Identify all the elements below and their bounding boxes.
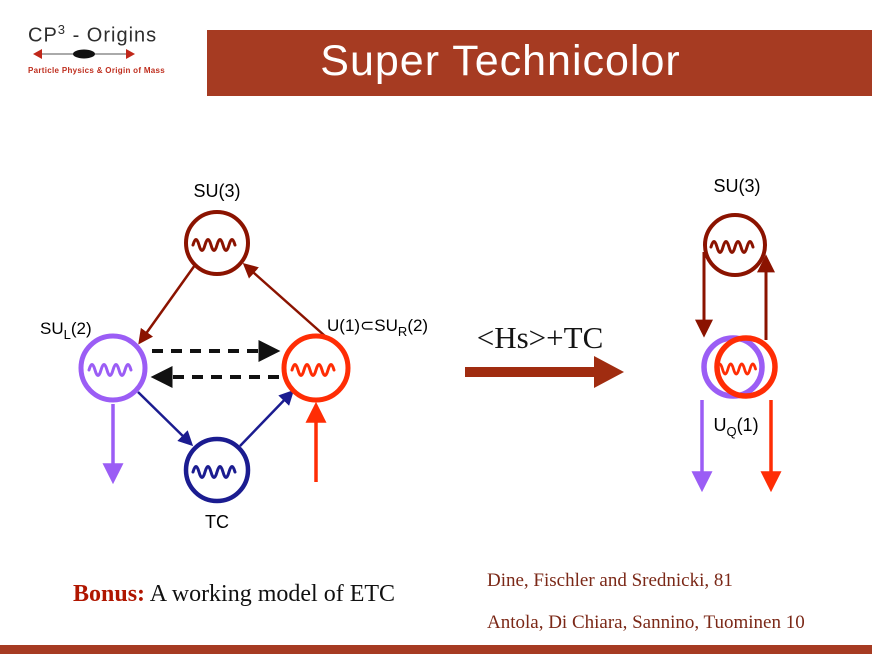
citation-2: Antola, Di Chiara, Sannino, Tuominen 10 [487,612,805,633]
bonus-label: Bonus: [73,581,146,607]
arrow-su2l-to-tc [137,391,194,447]
right-broken-diagram: SU(3) UQ(1) [691,176,782,493]
bonus-text: A working model of ETC [145,581,396,607]
logo-lens-arrows-icon [33,49,135,59]
right-su3-node: SU(3) [703,176,767,277]
citations: Dine, Fischler and Srednicki, 81 Antola,… [487,570,805,654]
left-moose-diagram: SU(3) SUL(2) U(1)⊂SUR(2) TC [40,181,428,532]
logo-name-rest: - Origins [66,24,158,47]
logo-name-base: CP [28,24,58,47]
cp3-origins-logo: CP3 - Origins Particle Physics & Origin … [0,0,207,96]
tc-wavy-line [191,465,237,479]
transition-label: <Hs>+TC [477,320,604,355]
bottom-accent-bar [0,645,872,654]
slide-title: Super Technicolor [320,36,681,85]
arrow-su3-to-su2l [138,264,197,345]
logo-left-arrow-icon [33,49,42,59]
logo-name-sup: 3 [57,22,67,37]
tc-label: TC [205,512,229,532]
logo-tagline: Particle Physics & Origin of Mass [28,66,166,75]
transition: <Hs>+TC [465,320,624,388]
su3-label: SU(3) [193,181,240,201]
title-banner: Super Technicolor [207,30,872,96]
right-su3-label: SU(3) [713,176,760,196]
arrow-tc-to-u1 [239,389,295,447]
logo-name: CP3 - Origins [28,22,157,48]
bonus-line: Bonus: A working model of ETC [73,581,395,608]
right-su3-wavy-line [709,240,755,254]
tc-node: TC [183,436,251,532]
big-right-arrow-icon [465,356,624,388]
logo-ellipse [73,49,95,59]
uq1-node: UQ(1) [701,335,778,439]
u1-node: U(1)⊂SUR(2) [281,316,428,403]
logo-right-arrow-icon [126,49,135,59]
u1-wavy-line [290,363,336,377]
u1-label: U(1)⊂SUR(2) [327,316,428,339]
su2l-wavy-line [87,363,133,377]
su3-node: SU(3) [184,181,250,276]
su2l-node: SUL(2) [40,319,148,403]
arrow-u1-to-su3 [242,263,326,337]
su2l-label: SUL(2) [40,319,92,342]
su3-wavy-line [191,238,237,252]
uq1-wavy-line [715,362,757,376]
uq1-label: UQ(1) [713,415,758,439]
citation-1: Dine, Fischler and Srednicki, 81 [487,570,733,591]
